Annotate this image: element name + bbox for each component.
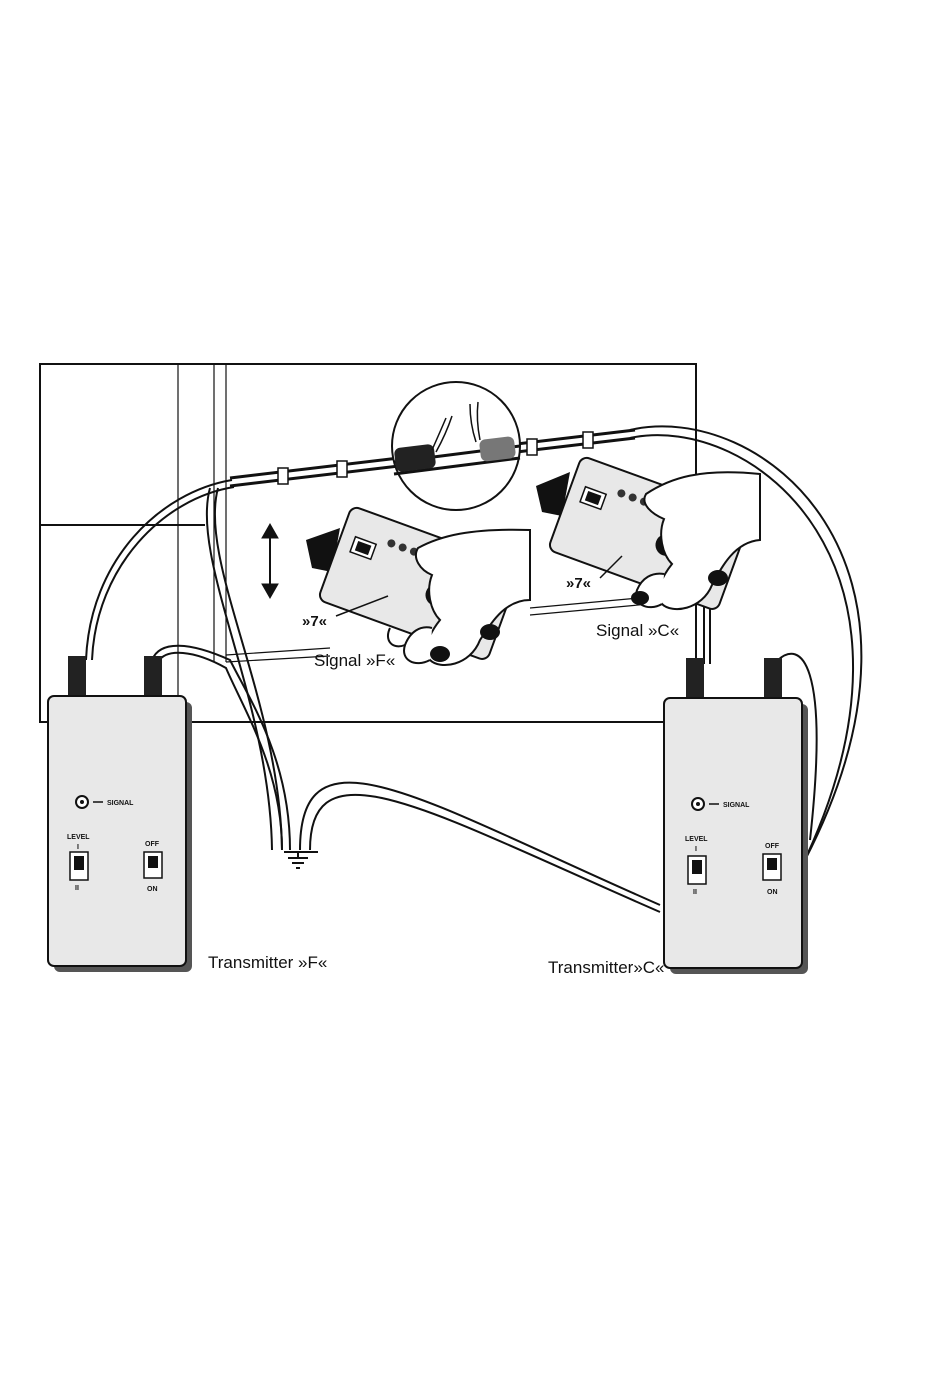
receiver-right-code: »7« <box>566 575 591 592</box>
on-label: ON <box>147 886 158 893</box>
off-label: OFF <box>145 841 160 848</box>
transmitter-right-caption: Transmitter»C« <box>548 958 665 977</box>
magnified-cable-detail <box>392 382 520 510</box>
movement-arrow <box>262 524 278 598</box>
receiver-left-code: »7« <box>302 613 327 630</box>
level-position-bottom: II <box>75 885 79 892</box>
level-label: LEVEL <box>67 834 90 841</box>
transmitter-right: SIGNAL LEVEL I II OFF ON <box>664 658 808 974</box>
off-label: OFF <box>765 843 780 850</box>
signal-label: SIGNAL <box>107 800 134 807</box>
plug-icon <box>68 656 86 696</box>
on-label: ON <box>767 889 778 896</box>
plug-icon <box>686 658 704 698</box>
level-position-top: I <box>77 844 79 851</box>
signal-right-caption: Signal »C« <box>596 621 679 640</box>
transmitter-left-caption: Transmitter »F« <box>208 953 327 972</box>
level-position-bottom: II <box>693 889 697 896</box>
plug-icon <box>144 656 162 696</box>
receiver-left <box>306 506 530 665</box>
ground-icon <box>284 852 318 868</box>
signal-label: SIGNAL <box>723 802 750 809</box>
plug-icon <box>764 658 782 698</box>
signal-left-caption: Signal »F« <box>314 651 395 670</box>
level-position-top: I <box>695 846 697 853</box>
level-label: LEVEL <box>685 836 708 843</box>
transmitter-left: SIGNAL LEVEL I II OFF ON <box>48 656 192 972</box>
